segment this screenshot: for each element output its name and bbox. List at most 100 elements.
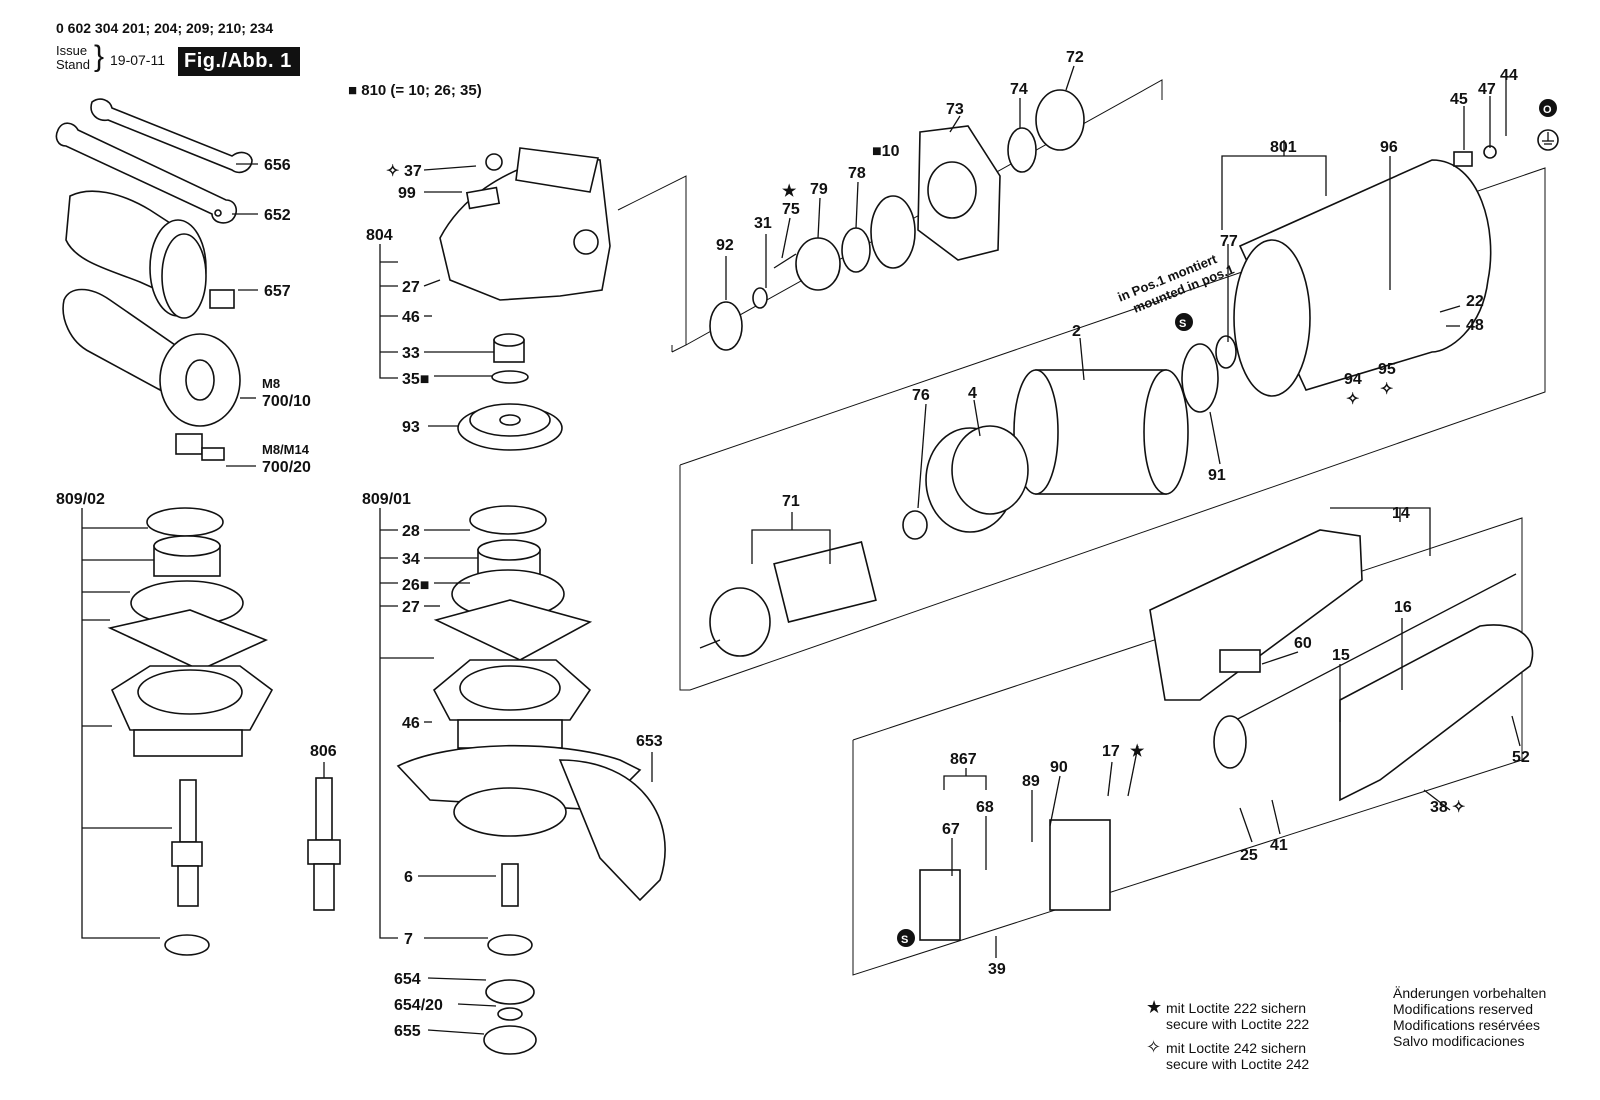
callout-28: 28 bbox=[402, 523, 420, 540]
callout-10: ■10 bbox=[872, 143, 900, 160]
callout-654: 654 bbox=[394, 971, 421, 988]
callout-94: 94 bbox=[1344, 371, 1362, 388]
plate-79 bbox=[795, 237, 841, 291]
callout-37: 37 bbox=[404, 163, 422, 180]
callout-45: 45 bbox=[1450, 91, 1468, 108]
callout-655: 655 bbox=[394, 1023, 421, 1040]
switch-17 bbox=[1049, 819, 1111, 911]
callout-656: 656 bbox=[264, 157, 291, 174]
callout-48: 48 bbox=[1466, 317, 1484, 334]
callout-4: 4 bbox=[968, 385, 977, 402]
callout-46-a: 46 bbox=[402, 309, 420, 326]
callout-15: 15 bbox=[1332, 647, 1350, 664]
callout-657: 657 bbox=[264, 283, 291, 300]
bolt-700-20 bbox=[175, 433, 225, 461]
callout-809-02: 809/02 bbox=[56, 491, 105, 508]
callout-73: 73 bbox=[946, 101, 964, 118]
callout-700-10: 700/10 bbox=[262, 393, 311, 410]
leader-lines bbox=[81, 65, 1521, 1035]
callout-41: 41 bbox=[1270, 837, 1288, 854]
callout-2: 2 bbox=[1072, 323, 1081, 340]
callout-75: 75 bbox=[782, 201, 800, 218]
armature-71 bbox=[699, 541, 877, 657]
circlip-35 bbox=[491, 370, 529, 384]
ring-78 bbox=[841, 227, 871, 273]
figure-label: Fig./Abb. 1 bbox=[178, 47, 300, 76]
callout-7: 7 bbox=[404, 931, 413, 948]
callout-44: 44 bbox=[1500, 67, 1518, 84]
motor-housing-96 bbox=[1233, 159, 1492, 397]
ring-77 bbox=[1215, 335, 1237, 369]
callout-16: 16 bbox=[1394, 599, 1412, 616]
symbols: ✧ ★ ★ ✧ ✧ ✧ S S O bbox=[386, 99, 1559, 947]
handle-shell-16 bbox=[1339, 624, 1534, 802]
callout-91: 91 bbox=[1208, 467, 1226, 484]
callout-26: 26■ bbox=[402, 577, 429, 594]
callout-79: 79 bbox=[810, 181, 828, 198]
stand-label: Stand bbox=[56, 57, 90, 72]
stack-809-01 bbox=[396, 505, 666, 1055]
callout-25: 25 bbox=[1240, 847, 1258, 864]
field-2 bbox=[1013, 369, 1189, 495]
bearing-flange-73 bbox=[917, 125, 1001, 261]
bearing-33 bbox=[493, 333, 525, 363]
issue-label: Issue bbox=[56, 43, 88, 58]
callout-27-a: 27 bbox=[402, 279, 420, 296]
callout-31: 31 bbox=[754, 215, 772, 232]
loctite-242-mark-94: ✧ bbox=[1346, 391, 1359, 408]
handle-657 bbox=[65, 190, 235, 319]
legend-222-de: mit Loctite 222 sichern bbox=[1166, 1000, 1307, 1016]
callout-33: 33 bbox=[402, 345, 420, 362]
bearing-74 bbox=[1007, 127, 1037, 173]
connector-67 bbox=[919, 869, 961, 941]
callout-52: 52 bbox=[1512, 749, 1530, 766]
pinion-92 bbox=[709, 301, 743, 351]
callout-652: 652 bbox=[264, 207, 291, 224]
callout-654-20: 654/20 bbox=[394, 997, 443, 1014]
note-fr: Modifications resérvées bbox=[1393, 1017, 1541, 1033]
callout-14: 14 bbox=[1392, 505, 1410, 522]
callout-806: 806 bbox=[310, 743, 337, 760]
callout-801: 801 bbox=[1270, 139, 1297, 156]
stack-809-02 bbox=[107, 507, 274, 956]
callout-867: 867 bbox=[950, 751, 977, 768]
gear-housing-99 bbox=[439, 147, 611, 301]
callout-39: 39 bbox=[988, 961, 1006, 978]
callout-60: 60 bbox=[1294, 635, 1312, 652]
washer-31 bbox=[752, 287, 768, 309]
callout-89: 89 bbox=[1022, 773, 1040, 790]
o-ring-10 bbox=[870, 195, 916, 269]
flange-72 bbox=[1035, 89, 1085, 151]
legend-222-en: secure with Loctite 222 bbox=[1166, 1016, 1310, 1032]
loctite-222-mark-17: ★ bbox=[1130, 743, 1145, 760]
part-numbers: 0 602 304 201; 204; 209; 210; 234 bbox=[56, 20, 274, 36]
callout-74: 74 bbox=[1010, 81, 1028, 98]
legend-242-de: mit Loctite 242 sichern bbox=[1166, 1040, 1307, 1056]
callout-76: 76 bbox=[912, 387, 930, 404]
note-en: Modifications reserved bbox=[1393, 1001, 1534, 1017]
legend-242-en: secure with Loctite 242 bbox=[1166, 1056, 1310, 1072]
ground-bracket-45 bbox=[1453, 145, 1497, 167]
loctite-242-mark-38: ✧ bbox=[1452, 799, 1465, 816]
callout-22: 22 bbox=[1466, 293, 1484, 310]
callout-17: 17 bbox=[1102, 743, 1120, 760]
callout-809-01: 809/01 bbox=[362, 491, 411, 508]
callout-93: 93 bbox=[402, 419, 420, 436]
callout-71: 71 bbox=[782, 493, 800, 510]
callout-700-20: 700/20 bbox=[262, 459, 311, 476]
issue-label-block: Issue Stand bbox=[56, 44, 90, 72]
callout-47: 47 bbox=[1478, 81, 1496, 98]
note-de: Änderungen vorbehalten bbox=[1393, 985, 1547, 1001]
screw-75 bbox=[773, 253, 797, 269]
callout-92: 92 bbox=[716, 237, 734, 254]
legend-loctite-222: ★ mit Loctite 222 sichern secure with Lo… bbox=[1146, 998, 1310, 1032]
mounted-note: in Pos.1 montiert mounted in pos.1 bbox=[1115, 251, 1236, 316]
service-symbol-o: O bbox=[1543, 104, 1552, 116]
pin-wrench-652 bbox=[55, 122, 238, 224]
modification-notes: Änderungen vorbehalten Modifications res… bbox=[1393, 985, 1546, 1049]
callout-m8: M8 bbox=[262, 376, 280, 391]
handle-700-10 bbox=[62, 288, 241, 427]
issue-date: 19-07-11 bbox=[110, 52, 166, 68]
baffle-4 bbox=[925, 425, 1029, 533]
callout-804: 804 bbox=[366, 227, 393, 244]
